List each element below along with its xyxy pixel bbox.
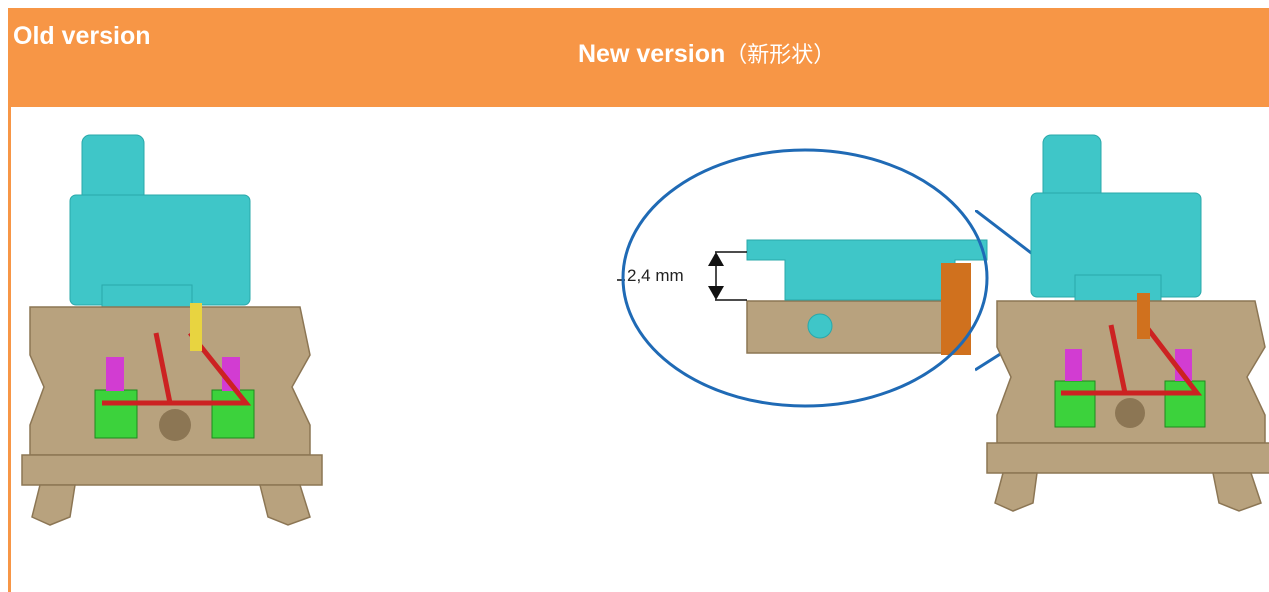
new-fuse-holder <box>1030 134 1202 302</box>
old-version-title: Old version <box>13 22 151 50</box>
new-terminal-body <box>986 300 1269 512</box>
old-terminal-body <box>21 306 323 526</box>
zoom-orange-part <box>941 263 971 355</box>
zoom-body <box>746 300 970 354</box>
new-terminal-block-drawing <box>986 134 1269 512</box>
header-bar <box>8 8 1269 107</box>
new-version-cjk: （新形状） <box>725 43 836 68</box>
zoom-callout <box>617 148 989 408</box>
left-border <box>8 107 11 592</box>
old-red-bridge <box>102 331 252 406</box>
dimension-label: 2,4 mm <box>627 266 684 285</box>
new-version-label: New version <box>578 40 726 68</box>
new-red-bridge <box>1061 323 1203 396</box>
new-version-title: New version（新形状） <box>578 37 835 69</box>
new-orange-pin <box>1137 293 1150 339</box>
old-yellow-pin <box>190 303 202 351</box>
zoom-hole <box>807 313 833 339</box>
old-terminal-block-drawing <box>21 134 323 526</box>
old-fuse-holder <box>69 134 251 316</box>
dim-arrow-down <box>708 286 724 300</box>
dim-arrow-up <box>708 252 724 266</box>
callout-ellipse <box>621 148 989 408</box>
new-green-clamps <box>1054 380 1206 428</box>
